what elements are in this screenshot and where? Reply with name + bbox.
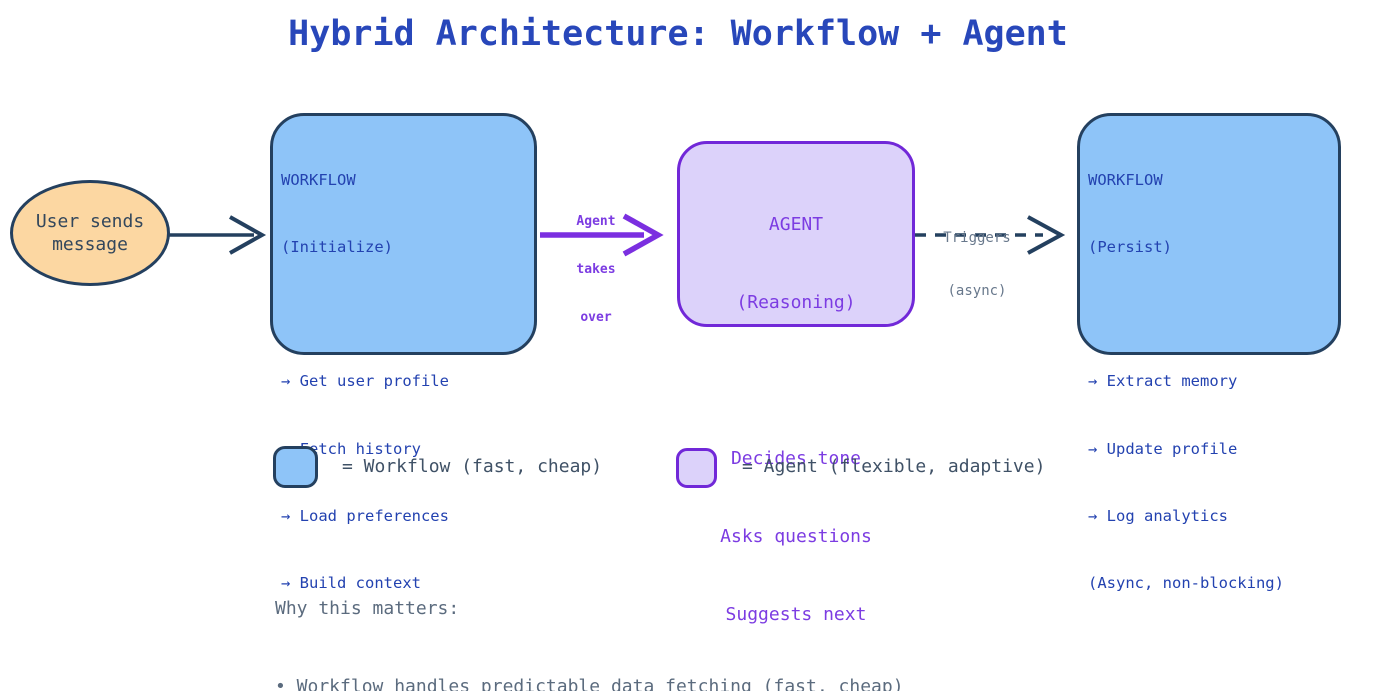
workflow-persist-node: WORKFLOW (Persist) → Extract memory → Up… <box>1077 113 1341 592</box>
legend-agent-label: = Agent (flexible, adaptive) <box>742 456 1046 477</box>
node-title: WORKFLOW <box>281 170 356 189</box>
node-item: → Extract memory <box>1088 372 1238 391</box>
node-subtitle: (Reasoning) <box>736 292 856 313</box>
node-subtitle: (Persist) <box>1088 238 1172 257</box>
node-item: → Load preferences <box>281 506 449 525</box>
workflow-initialize-node: WORKFLOW (Initialize) → Get user profile… <box>270 113 537 592</box>
user-message-node: User sends message <box>10 180 170 286</box>
user-message-line: User sends <box>35 211 145 232</box>
node-item: Decides tone <box>730 448 862 469</box>
node-item: → Log analytics <box>1088 506 1228 525</box>
arrow-agent-to-persist-icon <box>915 215 1066 255</box>
node-item: → Update profile <box>1088 439 1238 458</box>
spacer <box>680 368 912 394</box>
node-item: → Build context <box>281 574 421 593</box>
node-footnote: (Async, non-blocking) <box>1088 574 1284 593</box>
spacer <box>1088 303 1284 325</box>
diagram-title: Hybrid Architecture: Workflow + Agent <box>288 14 1068 54</box>
edge-label-line: takes <box>576 262 616 277</box>
arrow-initialize-to-agent-icon <box>540 213 664 257</box>
user-message-line: message <box>52 234 128 255</box>
node-subtitle: (Initialize) <box>281 238 393 257</box>
edge-label-agent-takes-over: Agent takes over <box>556 182 636 358</box>
edge-label-line: Triggers <box>943 230 1011 246</box>
node-item: → Get user profile <box>281 372 449 391</box>
notes-heading: Why this matters: <box>275 597 460 619</box>
legend-workflow-swatch <box>273 446 318 488</box>
node-title: AGENT <box>768 214 824 235</box>
legend-workflow-label: = Workflow (fast, cheap) <box>342 456 603 477</box>
node-title: WORKFLOW <box>1088 170 1163 189</box>
edge-label-triggers-async: Triggers (async) <box>917 195 1037 335</box>
agent-reasoning-node: AGENT (Reasoning) Decides tone Asks ques… <box>677 141 915 625</box>
legend-agent-swatch <box>676 448 717 488</box>
edge-label-line: over <box>580 310 612 325</box>
node-item: Asks questions <box>720 526 872 547</box>
edge-label-line: (async) <box>947 282 1007 299</box>
spacer <box>281 303 449 325</box>
why-this-matters-notes: Why this matters: • Workflow handles pre… <box>275 543 904 691</box>
edge-label-line: Agent <box>576 214 616 229</box>
workflow-persist-text: WORKFLOW (Persist) → Extract memory → Up… <box>1088 124 1284 639</box>
agent-reasoning-text: AGENT (Reasoning) Decides tone Asks ques… <box>680 160 912 680</box>
node-item: Suggests next <box>725 604 867 625</box>
notes-bullet: • Workflow handles predictable data fetc… <box>275 676 904 691</box>
arrow-user-to-initialize-icon <box>169 215 267 255</box>
